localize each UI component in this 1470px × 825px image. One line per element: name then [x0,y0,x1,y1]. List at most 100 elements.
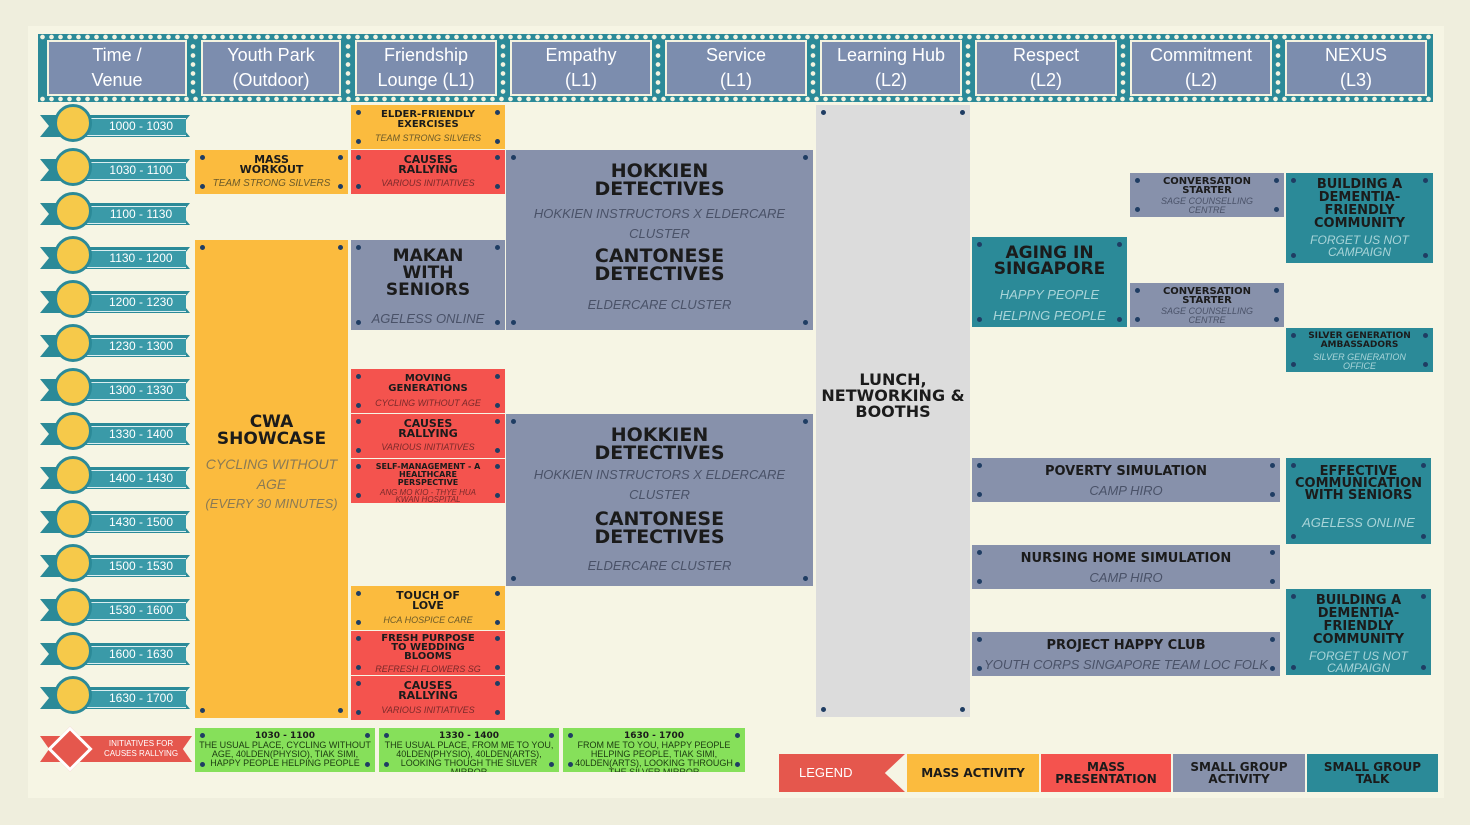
event-title: SILVER GENERATION AMBASSADORS [1308,331,1411,350]
event-title: EFFECTIVE COMMUNICATION WITH SENIORS [1295,464,1422,503]
initiatives-slot-1330: 1330 - 1400 THE USUAL PLACE, FROM ME TO … [379,728,559,772]
event-subtitle: VARIOUS INITIATIVES [381,705,475,715]
corner-dot [356,419,361,424]
corner-dot [977,579,982,584]
corner-dot [495,493,500,498]
corner-dot [1274,317,1279,322]
header-time-venue: Time /Venue [47,40,187,96]
time-slot-label: 1200 - 1230 [108,295,174,309]
header-line1: NEXUS [1324,45,1387,65]
corner-dot [338,155,343,160]
time-ribbon-inner [78,426,186,444]
corner-dot [338,708,343,713]
corner-dot [821,110,826,115]
corner-dot [356,636,361,641]
clock-circle-icon [54,500,92,538]
initiative-text: FROM ME TO YOU, HAPPY PEOPLE HELPING PEO… [575,740,733,773]
event-conversation-starter: CONVERSATION STARTER SAGE COUNSELLING CE… [1130,173,1284,217]
legend-small-group-talk: SMALL GROUP TALK [1307,754,1438,792]
event-subtitle: HOKKIEN INSTRUCTORS X ELDERCARE [533,206,786,221]
legend-item-label: SMALL GROUP ACTIVITY [1190,760,1288,786]
event-subtitle: HOKKIEN INSTRUCTORS X ELDERCARE [533,467,786,482]
time-slot-row: 1000 - 1030 [40,104,190,142]
event-title: MAKAN WITH SENIORS [385,246,471,300]
time-slot-label: 1630 - 1700 [108,691,174,705]
header-empathy: Empathy(L1) [510,40,652,96]
header-line2: (L2) [1184,70,1217,90]
corner-dot [200,708,205,713]
initiative-time: 1330 - 1400 [438,731,500,741]
clock-circle-icon [54,236,92,274]
event-fresh-purpose: FRESH PURPOSE TO WEDDING BLOOMS REFRESH … [351,631,505,675]
time-ribbon-inner [78,162,186,180]
time-slot-label: 1030 - 1100 [109,163,173,177]
initiative-time: 1030 - 1100 [254,731,316,741]
header-learning-hub: Learning Hub(L2) [820,40,962,96]
corner-dot [365,733,370,738]
corner-dot [977,317,982,322]
corner-dot [338,184,343,189]
corner-dot [495,419,500,424]
header-youth-park: Youth Park(Outdoor) [201,40,341,96]
legend-label [779,754,905,792]
corner-dot [1270,666,1275,671]
time-slot-label: 1130 - 1200 [109,251,173,265]
time-slot-row: 1630 - 1700 [40,676,190,714]
corner-dot [735,733,740,738]
time-ribbon-inner [78,646,186,664]
time-ribbon-inner [78,206,186,224]
time-slot-label: 1600 - 1630 [108,647,174,661]
corner-dot [1291,178,1296,183]
corner-dot [960,110,965,115]
legend-item-label: MASS PRESENTATION [1055,760,1157,786]
event-conversation-starter: CONVERSATION STARTER SAGE COUNSELLING CE… [1130,283,1284,327]
header-line1: Time / [92,45,142,65]
corner-dot [356,155,361,160]
legend-mass-presentation: MASS PRESENTATION [1041,754,1171,792]
event-title: ELDER-FRIENDLY EXERCISES [381,109,475,130]
time-slot-row: 1330 - 1400 [40,412,190,450]
corner-dot [1421,665,1426,670]
initiatives-label-text: INITIATIVES FOR CAUSES RALLYING [103,739,179,758]
time-ribbon-inner [78,558,186,576]
corner-dot [1291,253,1296,258]
corner-dot [977,492,982,497]
time-slot-row: 1430 - 1500 [40,500,190,538]
corner-dot [511,155,516,160]
event-subtitle: CYCLING WITHOUT [205,456,338,472]
time-slot-row: 1100 - 1130 [40,192,190,230]
corner-dot [495,110,500,115]
time-slot-label: 1400 - 1430 [108,471,174,485]
corner-dot [356,665,361,670]
header-line1: Respect [1012,45,1080,65]
time-ribbon-inner [78,602,186,620]
corner-dot [1135,178,1140,183]
corner-dot [1135,317,1140,322]
event-subtitle: VARIOUS INITIATIVES [381,442,475,452]
corner-dot [1270,550,1275,555]
clock-circle-icon [54,412,92,450]
corner-dot [960,707,965,712]
event-causes-rallying: CAUSES RALLYING VARIOUS INITIATIVES [351,414,505,458]
corner-dot [1291,594,1296,599]
corner-dot [1421,594,1426,599]
event-subtitle: CYCLING WITHOUT AGE [375,398,481,408]
corner-dot [1423,178,1428,183]
event-block-detectives-morning: HOKKIEN DETECTIVES HOKKIEN INSTRUCTORS X… [506,150,813,330]
legend-small-group-activity: SMALL GROUP ACTIVITY [1173,754,1305,792]
corner-dot [1270,579,1275,584]
corner-dot [356,403,361,408]
corner-dot [1270,463,1275,468]
corner-dot [1291,333,1296,338]
corner-dot [803,320,808,325]
corner-dot [821,707,826,712]
time-ribbon-inner [78,470,186,488]
time-ribbon-inner [78,294,186,312]
header-line2: (L2) [1029,70,1062,90]
corner-dot [384,762,389,767]
corner-dot [356,245,361,250]
time-slot-row: 1400 - 1430 [40,456,190,494]
event-subtitle: CLUSTER [629,487,690,502]
corner-dot [803,419,808,424]
